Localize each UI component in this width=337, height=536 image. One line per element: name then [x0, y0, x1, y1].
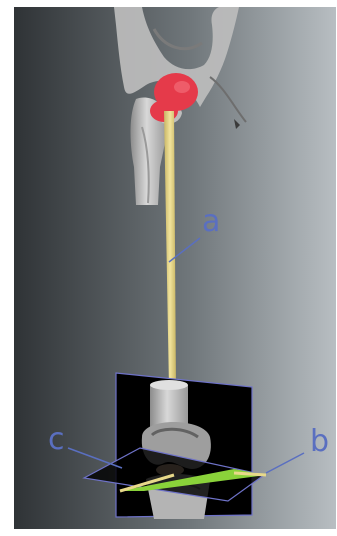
- label-c: c: [48, 425, 65, 455]
- label-a: a: [202, 207, 220, 237]
- cut-edge-right: [234, 473, 266, 475]
- 3d-render-viewport[interactable]: a b c: [14, 7, 336, 529]
- label-b: b: [310, 427, 329, 457]
